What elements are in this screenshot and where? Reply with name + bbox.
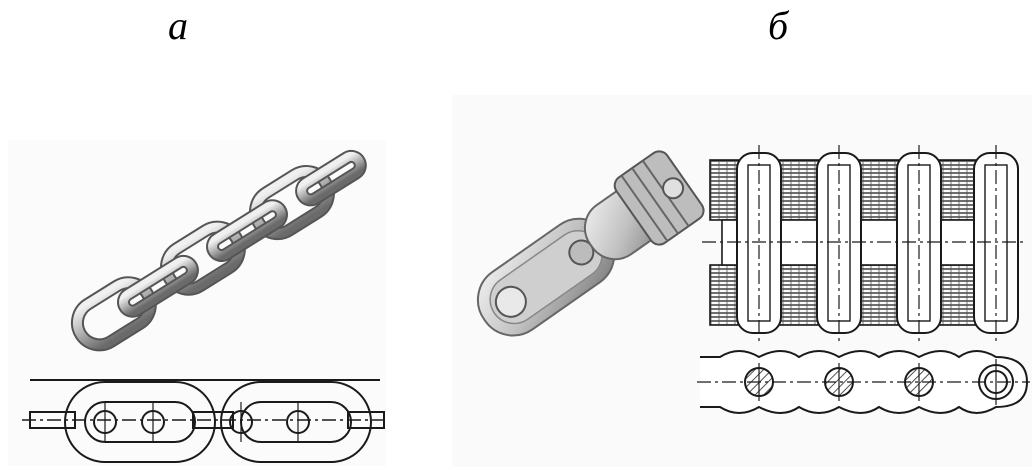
roller-chain-illustration bbox=[476, 145, 1030, 414]
link-chain-illustration bbox=[22, 149, 385, 463]
figure-label-a: а bbox=[168, 3, 188, 48]
roller-chain-top-view bbox=[702, 145, 1027, 343]
figure-label-b: б bbox=[768, 3, 789, 48]
panel-roller-chain bbox=[452, 95, 1032, 467]
roller-chain-3d-view bbox=[476, 150, 705, 337]
chain-3d-view bbox=[70, 149, 367, 352]
panel-link-chain bbox=[8, 140, 386, 466]
chain-drawing-view bbox=[22, 379, 385, 463]
roller-chain-side-view bbox=[697, 350, 1030, 414]
